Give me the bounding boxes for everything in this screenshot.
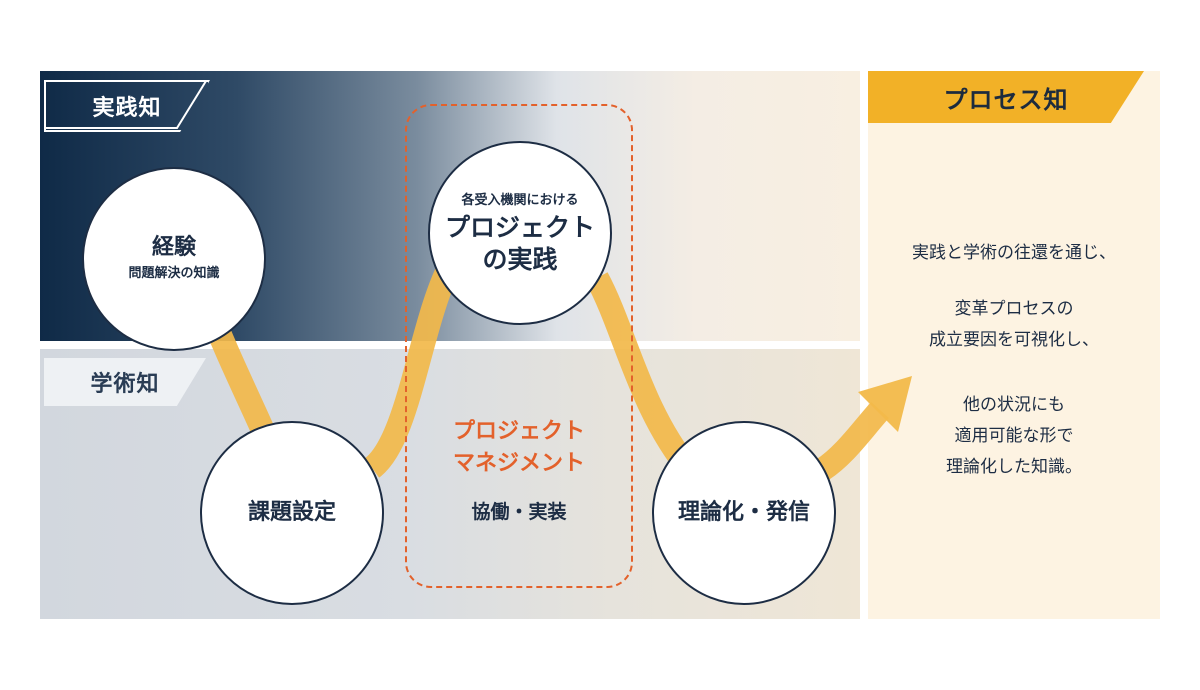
management-line2: マネジメント bbox=[452, 451, 585, 476]
tag-practical-knowledge-label: 実践知 bbox=[92, 96, 162, 121]
description-p3c: 理論化した知識。 bbox=[946, 457, 1082, 477]
node-project-line1: プロジェクト bbox=[444, 213, 595, 242]
process-knowledge-panel bbox=[868, 71, 1160, 619]
flow-arrow-shaft bbox=[815, 401, 889, 481]
description-p2a: 変革プロセスの bbox=[954, 299, 1074, 319]
node-problem-setting-title: 課題設定 bbox=[247, 500, 336, 525]
node-theorization-title: 理論化・発信 bbox=[677, 500, 810, 525]
tag-process-knowledge-label: プロセス知 bbox=[943, 85, 1069, 114]
tag-academic-knowledge-label: 学術知 bbox=[90, 372, 160, 397]
node-experience-title: 経験 bbox=[151, 235, 196, 260]
node-theorization: 理論化・発信 bbox=[652, 421, 836, 605]
description-p1: 実践と学術の往還を通じ、 bbox=[912, 243, 1116, 263]
node-project-practice: 各受入機関における プロジェクト の実践 bbox=[428, 141, 612, 325]
tag-process-knowledge: プロセス知 bbox=[868, 71, 1144, 123]
tag-academic-knowledge: 学術知 bbox=[44, 358, 206, 406]
node-project-pre: 各受入機関における bbox=[461, 193, 579, 208]
project-management-box bbox=[405, 104, 633, 588]
node-experience: 経験 問題解決の知識 bbox=[82, 167, 266, 351]
node-problem-setting: 課題設定 bbox=[200, 421, 384, 605]
description-p2b: 成立要因を可視化し、 bbox=[929, 330, 1099, 350]
description-p3b: 適用可能な形で bbox=[954, 426, 1074, 446]
node-project-line2: の実践 bbox=[482, 245, 558, 274]
description-p3a: 他の状況にも bbox=[963, 395, 1065, 415]
management-line1: プロジェクト bbox=[452, 419, 585, 444]
tag-practical-outline bbox=[44, 80, 208, 129]
flow-arrow-head bbox=[858, 376, 912, 432]
management-title: プロジェクト マネジメント bbox=[405, 416, 633, 480]
management-sub: 協働・実装 bbox=[471, 501, 567, 523]
node-experience-sub: 問題解決の知識 bbox=[128, 266, 220, 281]
